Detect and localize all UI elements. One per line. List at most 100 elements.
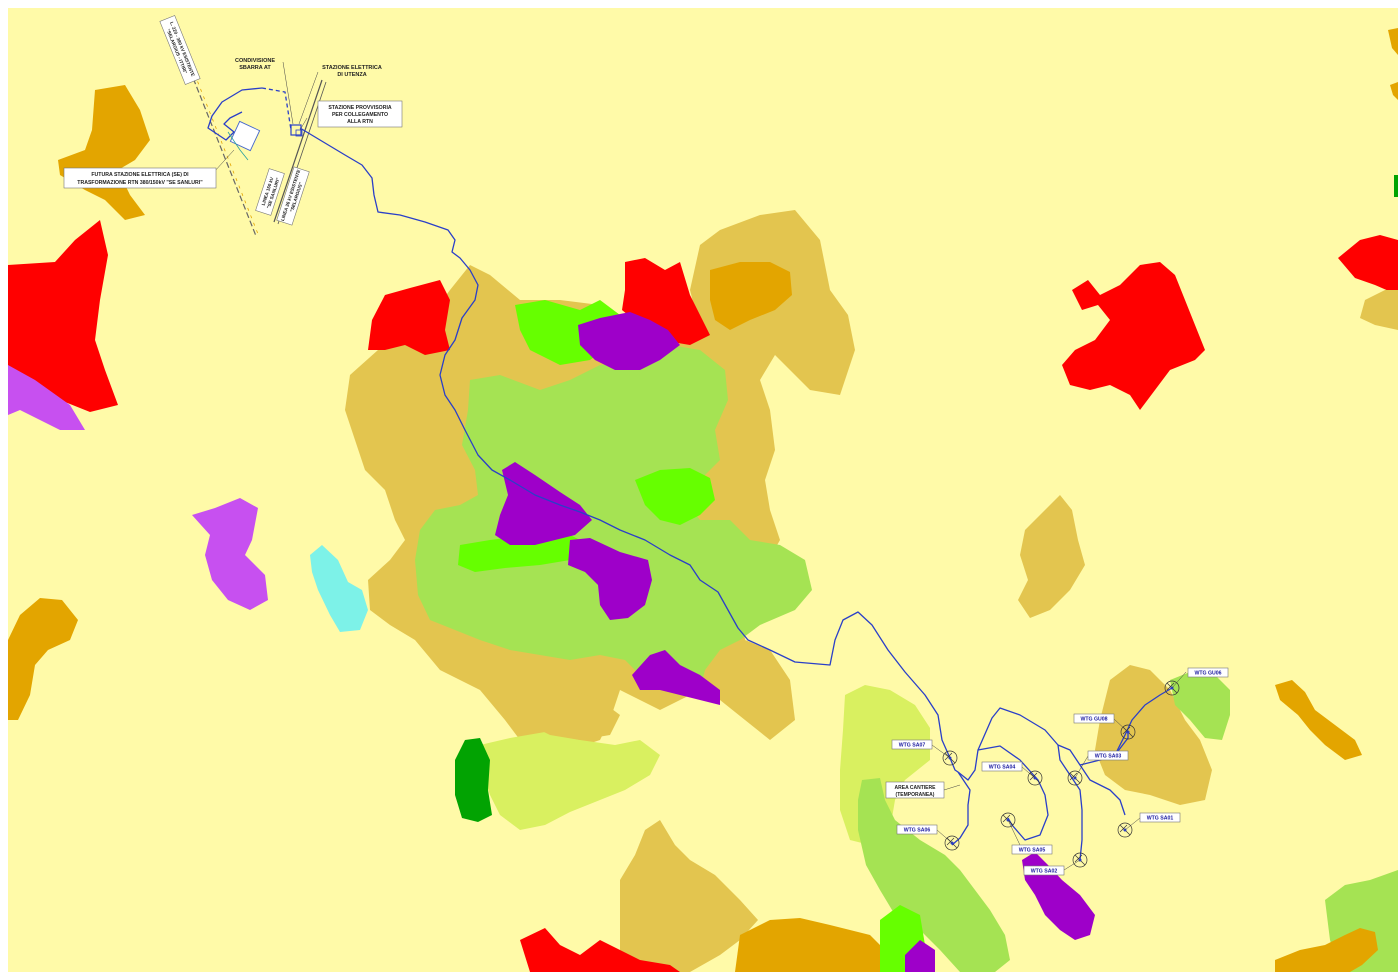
cable-loop	[207, 87, 263, 141]
turbine-circle	[1000, 812, 1016, 828]
zone-tan	[515, 680, 620, 740]
label-site-area: AREA CANTIERE (TEMPORANEA)	[885, 781, 961, 799]
turbine-label-text: WTG GU06	[1194, 671, 1221, 677]
turbine-wtg-sa07[interactable]	[931, 744, 958, 766]
leader-line	[282, 61, 294, 125]
zone-yellowgreen	[480, 732, 660, 830]
leader-line	[298, 71, 319, 125]
cluster-cable	[1057, 744, 1083, 861]
leader-line	[1074, 755, 1089, 779]
zone-red	[1062, 262, 1205, 410]
turbine-label-text: WTG SA01	[1147, 816, 1174, 822]
label-line: STAZIONE ELETTRICA	[322, 65, 382, 71]
turbine-label-wtg-gu06[interactable]: WTG GU06	[1187, 667, 1229, 678]
zone-violet	[192, 498, 268, 610]
label-line: FUTURA STAZIONE ELETTRICA (SE) DI	[91, 172, 189, 178]
zone-orange	[8, 598, 78, 720]
cluster-cable	[957, 707, 1126, 816]
label-line: TRASFORMAZIONE RTN 380/150kV "SE SANLURI…	[77, 180, 203, 186]
zone-lightgreen	[415, 345, 812, 690]
cable-route	[299, 127, 959, 773]
zone-red	[520, 928, 680, 972]
label-box	[159, 15, 201, 85]
turbine-wtg-sa02[interactable]	[1063, 852, 1088, 871]
zone-purple	[495, 462, 592, 545]
label-box	[891, 739, 933, 750]
label-line: (TEMPORANEA)	[896, 792, 935, 798]
cable-loop-green	[227, 131, 249, 161]
turbine-circle	[1117, 822, 1133, 838]
turbine-wtg-sa04[interactable]	[1021, 766, 1043, 786]
zone-red	[368, 280, 450, 355]
label-box	[255, 168, 285, 216]
label-line: SBARRA AT	[239, 65, 271, 71]
leader-line	[1063, 859, 1081, 871]
turbine-label-wtg-sa02[interactable]: WTG SA02	[1023, 865, 1065, 876]
cluster-cable	[951, 771, 971, 846]
turbine-label-text: WTG SA03	[1095, 754, 1122, 760]
turbine-label-wtg-sa07[interactable]: WTG SA07	[891, 739, 933, 750]
turbine-circle	[1067, 770, 1083, 786]
zone-brightgreen	[635, 468, 715, 525]
zone-orange	[1275, 928, 1378, 972]
turbine-circle	[1164, 680, 1180, 696]
turbine-label-text: WTG SA06	[904, 828, 931, 834]
leader-line	[1171, 671, 1187, 689]
turbine-wtg-sa03[interactable]	[1067, 755, 1089, 786]
turbine-label-wtg-sa05[interactable]: WTG SA05	[1011, 844, 1053, 855]
turbine-label-wtg-sa04[interactable]: WTG SA04	[981, 761, 1023, 772]
turbine-wtg-sa05[interactable]	[1000, 812, 1021, 846]
leader-line	[1021, 766, 1036, 779]
leader-line	[936, 829, 953, 844]
zone-purple	[578, 312, 680, 370]
temp-station	[295, 129, 303, 137]
label-box	[1087, 750, 1129, 761]
turbine-circle	[1072, 852, 1088, 868]
label-box	[276, 166, 310, 226]
label-box	[896, 824, 938, 835]
zone-tan	[1095, 665, 1212, 805]
turbine-wtg-gu06[interactable]	[1164, 671, 1187, 696]
line-150kv	[273, 79, 323, 223]
leader-line	[931, 744, 951, 759]
turbine-label-text: WTG SA07	[899, 743, 926, 749]
turbine-wtg-gu08[interactable]	[1113, 718, 1136, 740]
zone-orange	[735, 918, 890, 972]
label-box	[63, 167, 217, 189]
turbine-wtg-sa06[interactable]	[936, 829, 960, 851]
zone-red	[8, 220, 118, 412]
label-box	[1073, 713, 1115, 724]
zone-violet	[8, 365, 85, 430]
zone-orange	[1275, 680, 1362, 760]
label-box	[1023, 865, 1065, 876]
label-line: STAZIONE PROVVISORIA	[328, 105, 392, 111]
turbine-label-wtg-sa01[interactable]: WTG SA01	[1139, 812, 1181, 823]
turbine-label-wtg-sa06[interactable]: WTG SA06	[896, 824, 938, 835]
label-box	[1011, 844, 1053, 855]
label-line: PER COLLEGAMENTO	[332, 112, 388, 118]
leader-line	[1007, 819, 1021, 846]
turbine-label-wtg-sa03[interactable]: WTG SA03	[1087, 750, 1129, 761]
existing-line-380kv-yellow	[173, 21, 259, 235]
leader-line	[1124, 817, 1141, 831]
turbine-label-text: WTG GU08	[1080, 717, 1107, 723]
label-future-station: FUTURA STAZIONE ELETTRICA (SE) DI TRASFO…	[63, 167, 217, 189]
cluster-cable	[977, 745, 1049, 841]
zone-orange	[1388, 28, 1398, 55]
zone-tan	[620, 820, 758, 972]
label-user-station: STAZIONE ELETTRICA DI UTENZA	[322, 65, 382, 78]
zone-darkgreen	[455, 738, 492, 822]
label-temp-station: STAZIONE PROVVISORIA PER COLLEGAMENTO AL…	[317, 100, 403, 128]
label-line: CONDIVISIONE	[235, 58, 275, 64]
turbine-wtg-sa01[interactable]	[1117, 817, 1141, 838]
zone-orange	[710, 262, 792, 330]
zone-tan	[1018, 495, 1085, 618]
turbine-label-wtg-gu08[interactable]: WTG GU08	[1073, 713, 1115, 724]
turbine-label-text: WTG SA02	[1031, 869, 1058, 875]
label-box	[1187, 667, 1229, 678]
turbine-label-text: WTG SA05	[1019, 848, 1046, 854]
cluster-cable	[1114, 732, 1129, 756]
label-box	[981, 761, 1023, 772]
zone-cyan	[310, 545, 368, 632]
